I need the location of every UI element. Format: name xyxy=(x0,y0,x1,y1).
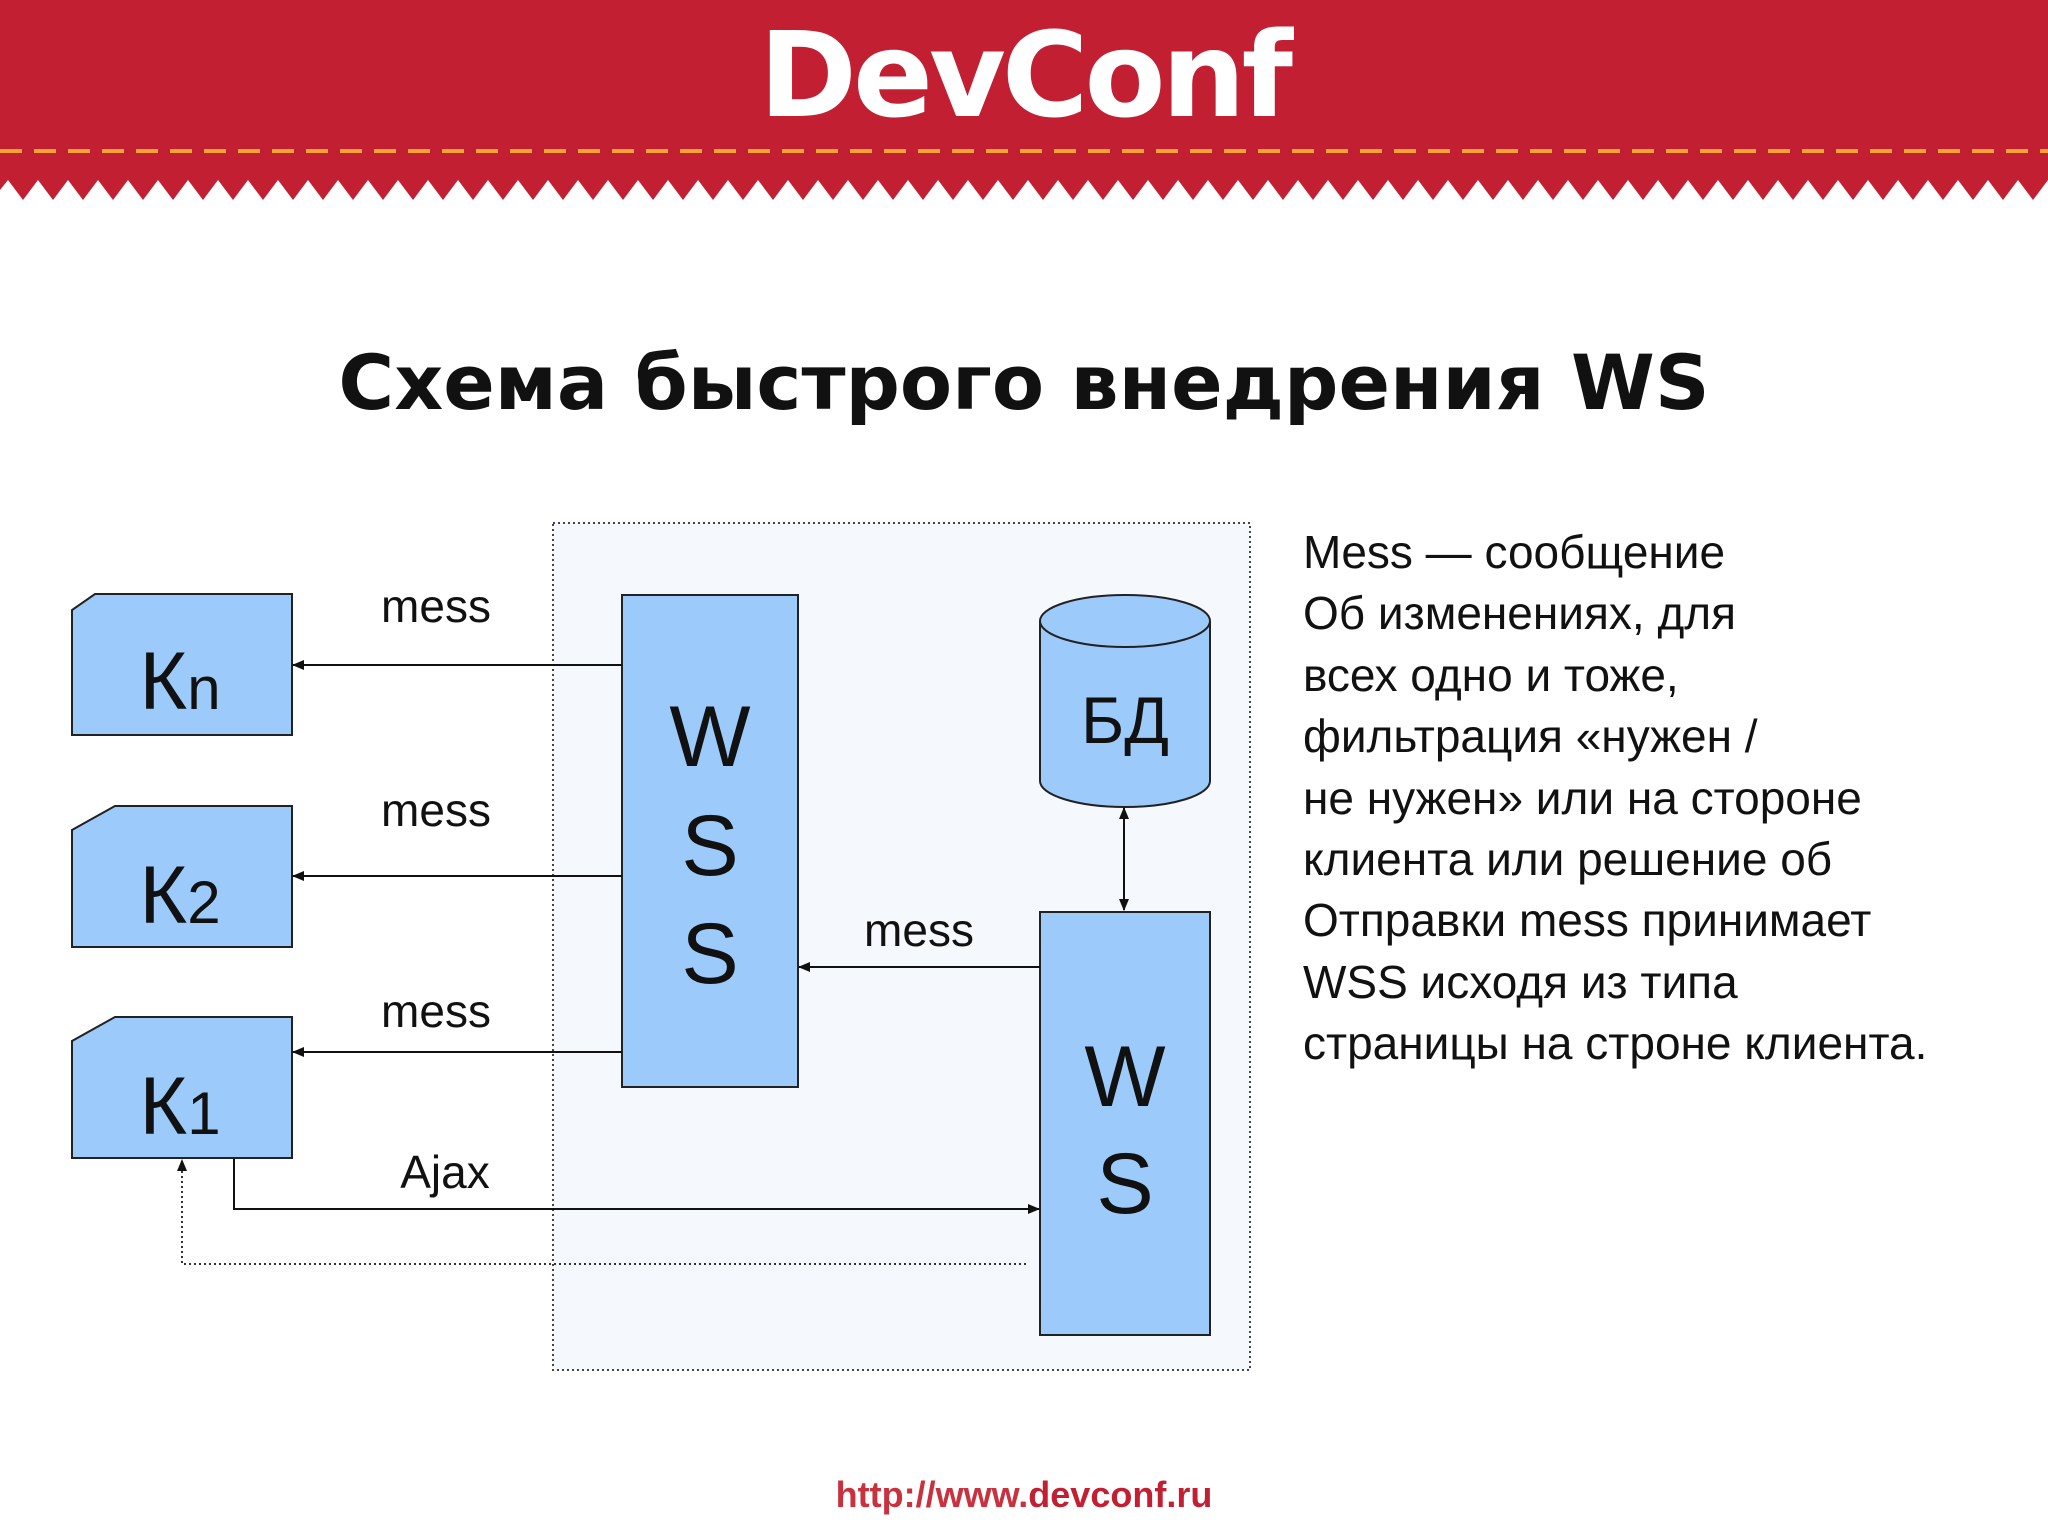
description-line: Отправки mess принимает xyxy=(1303,894,1872,947)
edge-label-mess-ws-to-wss: mess xyxy=(864,904,974,956)
description-line: страницы на строне клиента. xyxy=(1303,1017,1928,1070)
db-label: БД xyxy=(1081,683,1169,757)
footer-url-domain: devconf.ru xyxy=(1028,1474,1213,1515)
client-kn-letter: К xyxy=(139,636,187,727)
description-line: фильтрация «нужен / xyxy=(1303,710,1758,763)
svg-text:К1: К1 xyxy=(139,1061,220,1152)
wss-letter-1: W xyxy=(669,689,750,785)
edge-label-mess-k1: mess xyxy=(381,985,491,1037)
client-k1-subscript: 1 xyxy=(187,1080,220,1147)
wss-letter-3: S xyxy=(681,906,738,1002)
arrow-ajax-k1-to-ws xyxy=(233,1159,1040,1214)
footer-url-link[interactable]: http://www.devconf.ru xyxy=(0,1474,2048,1516)
description-line: Mess — сообщение xyxy=(1303,526,1726,578)
client-node-k2: К2 xyxy=(71,805,293,948)
description-line: всех одно и тоже, xyxy=(1303,648,1679,701)
client-node-kn: Кn xyxy=(71,593,293,736)
client-k1-letter: К xyxy=(139,1061,187,1152)
svg-text:Кn: Кn xyxy=(139,636,220,727)
slide-title: Схема быстрого внедрения WS xyxy=(338,338,1710,427)
description-line: WSS исходя из типа xyxy=(1303,955,1738,1008)
ws-server-box: W S xyxy=(1039,911,1211,1336)
edge-label-mess-k2: mess xyxy=(381,784,491,836)
devconf-logo: DevConf xyxy=(759,6,1293,144)
edge-label-ajax: Ajax xyxy=(400,1146,489,1198)
svg-text:К2: К2 xyxy=(139,850,220,941)
client-k2-letter: К xyxy=(139,850,187,941)
description-text: Mess — сообщение Об изменениях, для всех… xyxy=(1303,522,2023,1075)
footer-url-prefix: http://www. xyxy=(835,1474,1029,1515)
client-node-k1: К1 xyxy=(71,1016,293,1159)
ws-letter-2: S xyxy=(1096,1136,1153,1232)
ws-letter-1: W xyxy=(1084,1029,1165,1125)
header-background xyxy=(0,0,2048,200)
client-kn-subscript: n xyxy=(187,655,220,722)
description-line: Об изменениях, для xyxy=(1303,587,1737,640)
description-line: клиента или решение об xyxy=(1303,833,1833,886)
description-line: не нужен» или на стороне xyxy=(1303,771,1862,824)
database-cylinder: БД xyxy=(1039,594,1211,808)
header-banner: DevConf xyxy=(0,0,2048,205)
wss-server-box: W S S xyxy=(621,594,799,1088)
arrow-dotted-ws-to-k1 xyxy=(177,1159,1026,1265)
wss-letter-2: S xyxy=(681,798,738,894)
client-k2-subscript: 2 xyxy=(187,869,220,936)
edge-label-mess-kn: mess xyxy=(381,580,491,632)
